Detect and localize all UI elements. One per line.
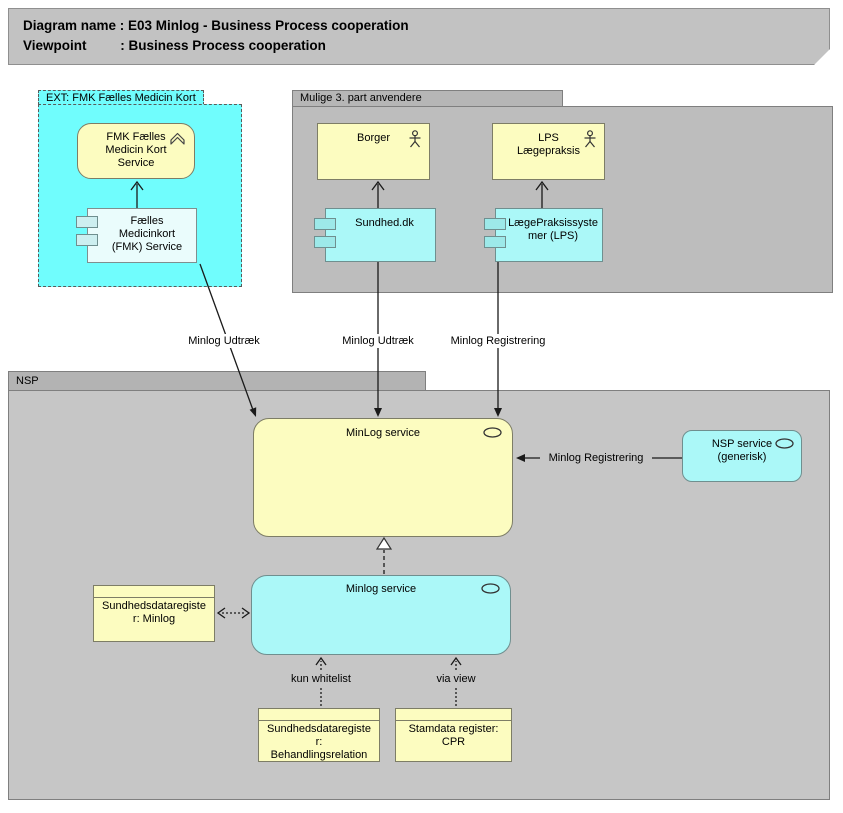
data-object-top-bar	[94, 586, 214, 598]
open-arrowhead-icon	[315, 656, 327, 666]
open-arrowhead-icon	[371, 180, 385, 191]
node-minlog-service-main-label: MinLog service	[346, 427, 420, 439]
hollow-triangle-arrowhead-icon	[375, 536, 393, 550]
component-icon	[76, 216, 98, 228]
component-icon	[484, 236, 506, 248]
group-nsp-tab[interactable]: NSP	[8, 371, 426, 391]
filled-arrowhead-icon	[374, 408, 382, 417]
node-fmk-service-label: FMK Fælles Medicin Kort Service	[105, 131, 167, 169]
group-nsp-label: NSP	[16, 375, 39, 387]
open-arrowhead-icon	[450, 656, 462, 666]
connector-label-nsp-registrering: Minlog Registrering	[540, 451, 652, 465]
node-laegepraksissystemer-label: LægePraksissyste mer (LPS)	[508, 217, 598, 242]
service-oval-icon	[775, 438, 794, 449]
node-nsp-service-generisk[interactable]: NSP service (generisk)	[682, 430, 802, 482]
group-mulige-label: Mulige 3. part anvendere	[300, 92, 422, 104]
filled-arrowhead-icon	[516, 454, 525, 462]
open-arrowhead-icon	[216, 607, 226, 619]
node-nsp-service-generisk-label: NSP service (generisk)	[711, 438, 773, 463]
diagram-title-note: Diagram name : E03 Minlog - Business Pro…	[8, 8, 830, 65]
service-oval-icon	[481, 583, 500, 594]
node-sundhed-dk-label: Sundhed.dk	[355, 217, 414, 229]
node-register-minlog-label: Sundhedsdataregiste r: Minlog	[102, 600, 206, 625]
connector-label-via-view: via view	[430, 672, 482, 686]
node-borger[interactable]: Borger	[317, 123, 430, 180]
viewpoint-line: Viewpoint : Business Process cooperation	[23, 38, 326, 53]
node-minlog-service-impl-label: Minlog service	[345, 583, 417, 595]
service-oval-icon	[483, 427, 502, 438]
node-register-cpr[interactable]: Stamdata register: CPR	[395, 708, 512, 762]
connector-label-lps-registrering: Minlog Registrering	[444, 334, 552, 348]
node-register-behandling-label: Sundhedsdataregiste r: Behandlingsrelati…	[267, 723, 371, 761]
component-icon	[314, 236, 336, 248]
node-laegepraksissystemer[interactable]: LægePraksissyste mer (LPS)	[495, 208, 603, 262]
open-arrowhead-icon	[241, 607, 251, 619]
node-register-cpr-label: Stamdata register: CPR	[408, 723, 499, 748]
node-register-behandling[interactable]: Sundhedsdataregiste r: Behandlingsrelati…	[258, 708, 380, 762]
node-borger-label: Borger	[356, 132, 391, 144]
component-icon	[484, 218, 506, 230]
node-lps-label: LPS Lægepraksis	[517, 132, 580, 157]
filled-arrowhead-icon	[249, 407, 257, 417]
group-ext-fmk-tab[interactable]: EXT: FMK Fælles Medicin Kort	[38, 90, 204, 105]
open-arrowhead-icon	[535, 180, 549, 191]
component-icon	[76, 234, 98, 246]
group-ext-fmk-label: EXT: FMK Fælles Medicin Kort	[46, 92, 196, 104]
data-object-top-bar	[259, 709, 379, 721]
group-mulige-tab[interactable]: Mulige 3. part anvendere	[292, 90, 563, 107]
connector-label-fmk-udtraek: Minlog Udtræk	[183, 334, 265, 348]
node-minlog-service-impl[interactable]: Minlog service	[251, 575, 511, 655]
node-fmk-service[interactable]: FMK Fælles Medicin Kort Service	[77, 123, 195, 179]
component-icon	[314, 218, 336, 230]
data-object-top-bar	[396, 709, 511, 721]
actor-icon	[409, 130, 421, 148]
node-fmk-component-label: Fælles Medicinkort (FMK) Service	[111, 215, 183, 253]
business-chevron-icon	[170, 132, 185, 145]
connector-label-sundhed-udtraek: Minlog Udtræk	[336, 334, 420, 348]
node-minlog-service-main[interactable]: MinLog service	[253, 418, 513, 537]
node-sundhed-dk[interactable]: Sundhed.dk	[325, 208, 436, 262]
actor-icon	[584, 130, 596, 148]
connector-label-kun-whitelist: kun whitelist	[284, 672, 358, 686]
open-arrowhead-icon	[130, 180, 144, 191]
node-lps[interactable]: LPS Lægepraksis	[492, 123, 605, 180]
diagram-name-line: Diagram name : E03 Minlog - Business Pro…	[23, 18, 409, 33]
filled-arrowhead-icon	[494, 408, 502, 417]
node-fmk-component[interactable]: Fælles Medicinkort (FMK) Service	[87, 208, 197, 263]
node-register-minlog[interactable]: Sundhedsdataregiste r: Minlog	[93, 585, 215, 642]
